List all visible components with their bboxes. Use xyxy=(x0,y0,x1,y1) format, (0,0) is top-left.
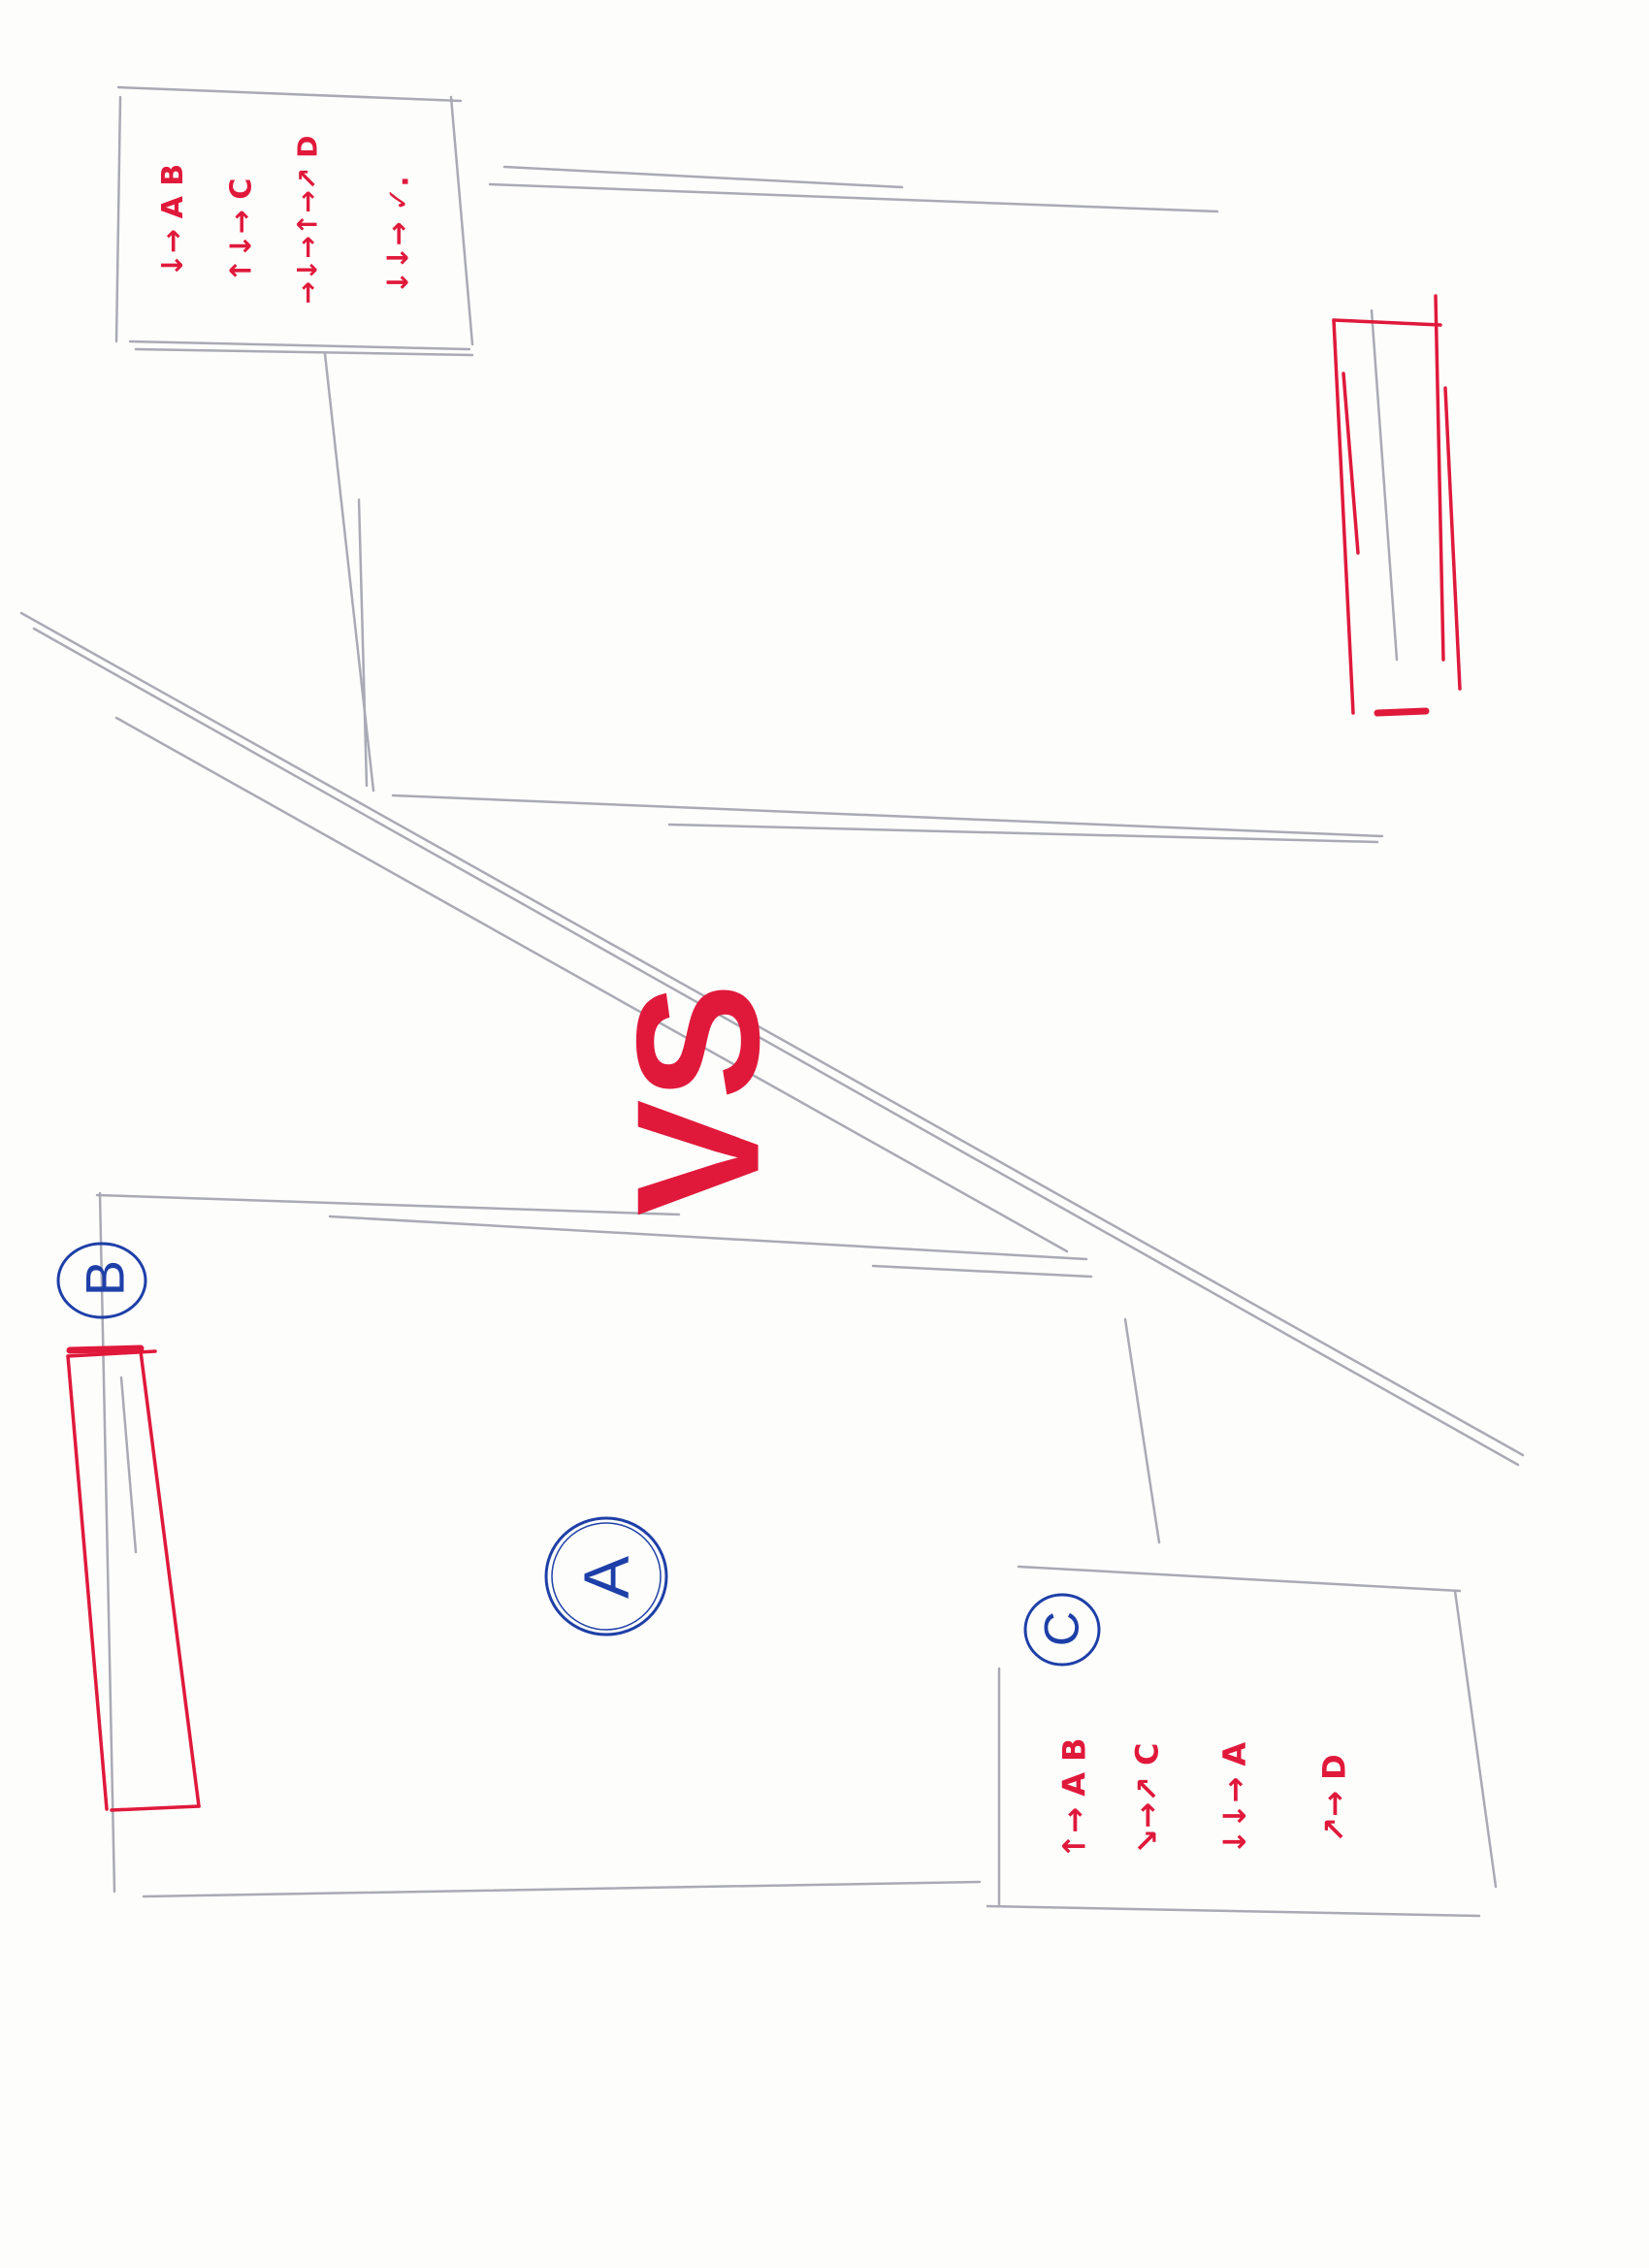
bottom-step-2-text: ↘→↗ C xyxy=(1128,1742,1166,1855)
top-command-box-outline xyxy=(114,85,474,357)
bottom-command-box-outline xyxy=(986,1565,1498,1918)
top-step-3-text: →↓→↑→↗ D xyxy=(291,135,324,305)
top-step-2-text: ↑↓→ C xyxy=(224,178,259,283)
diagonal-divider xyxy=(19,611,1525,1467)
screen-a-label: A xyxy=(570,1555,642,1600)
bottom-left-red-bar xyxy=(66,1345,201,1812)
bottom-step-3-text: ↓↓→ A xyxy=(1216,1741,1254,1856)
top-step-4-text: ↓↓→ ✓. xyxy=(381,176,416,295)
bottom-step-4-text: ↗→ D xyxy=(1315,1754,1353,1843)
top-step-1-text: ↓→ A B xyxy=(156,163,191,278)
bottom-screen-outline xyxy=(95,1191,1161,1898)
screen-a-circle xyxy=(544,1516,668,1636)
top-red-bar xyxy=(1332,294,1462,717)
versus-label: VS xyxy=(600,983,796,1216)
panel-b-circle xyxy=(56,1242,147,1319)
panel-b-label: B xyxy=(74,1259,136,1297)
bottom-step-1-text: ↑→ A B xyxy=(1055,1737,1093,1860)
panel-c-circle xyxy=(1023,1593,1101,1667)
top-screen-outline xyxy=(323,165,1399,844)
panel-c-label: C xyxy=(1034,1610,1089,1647)
